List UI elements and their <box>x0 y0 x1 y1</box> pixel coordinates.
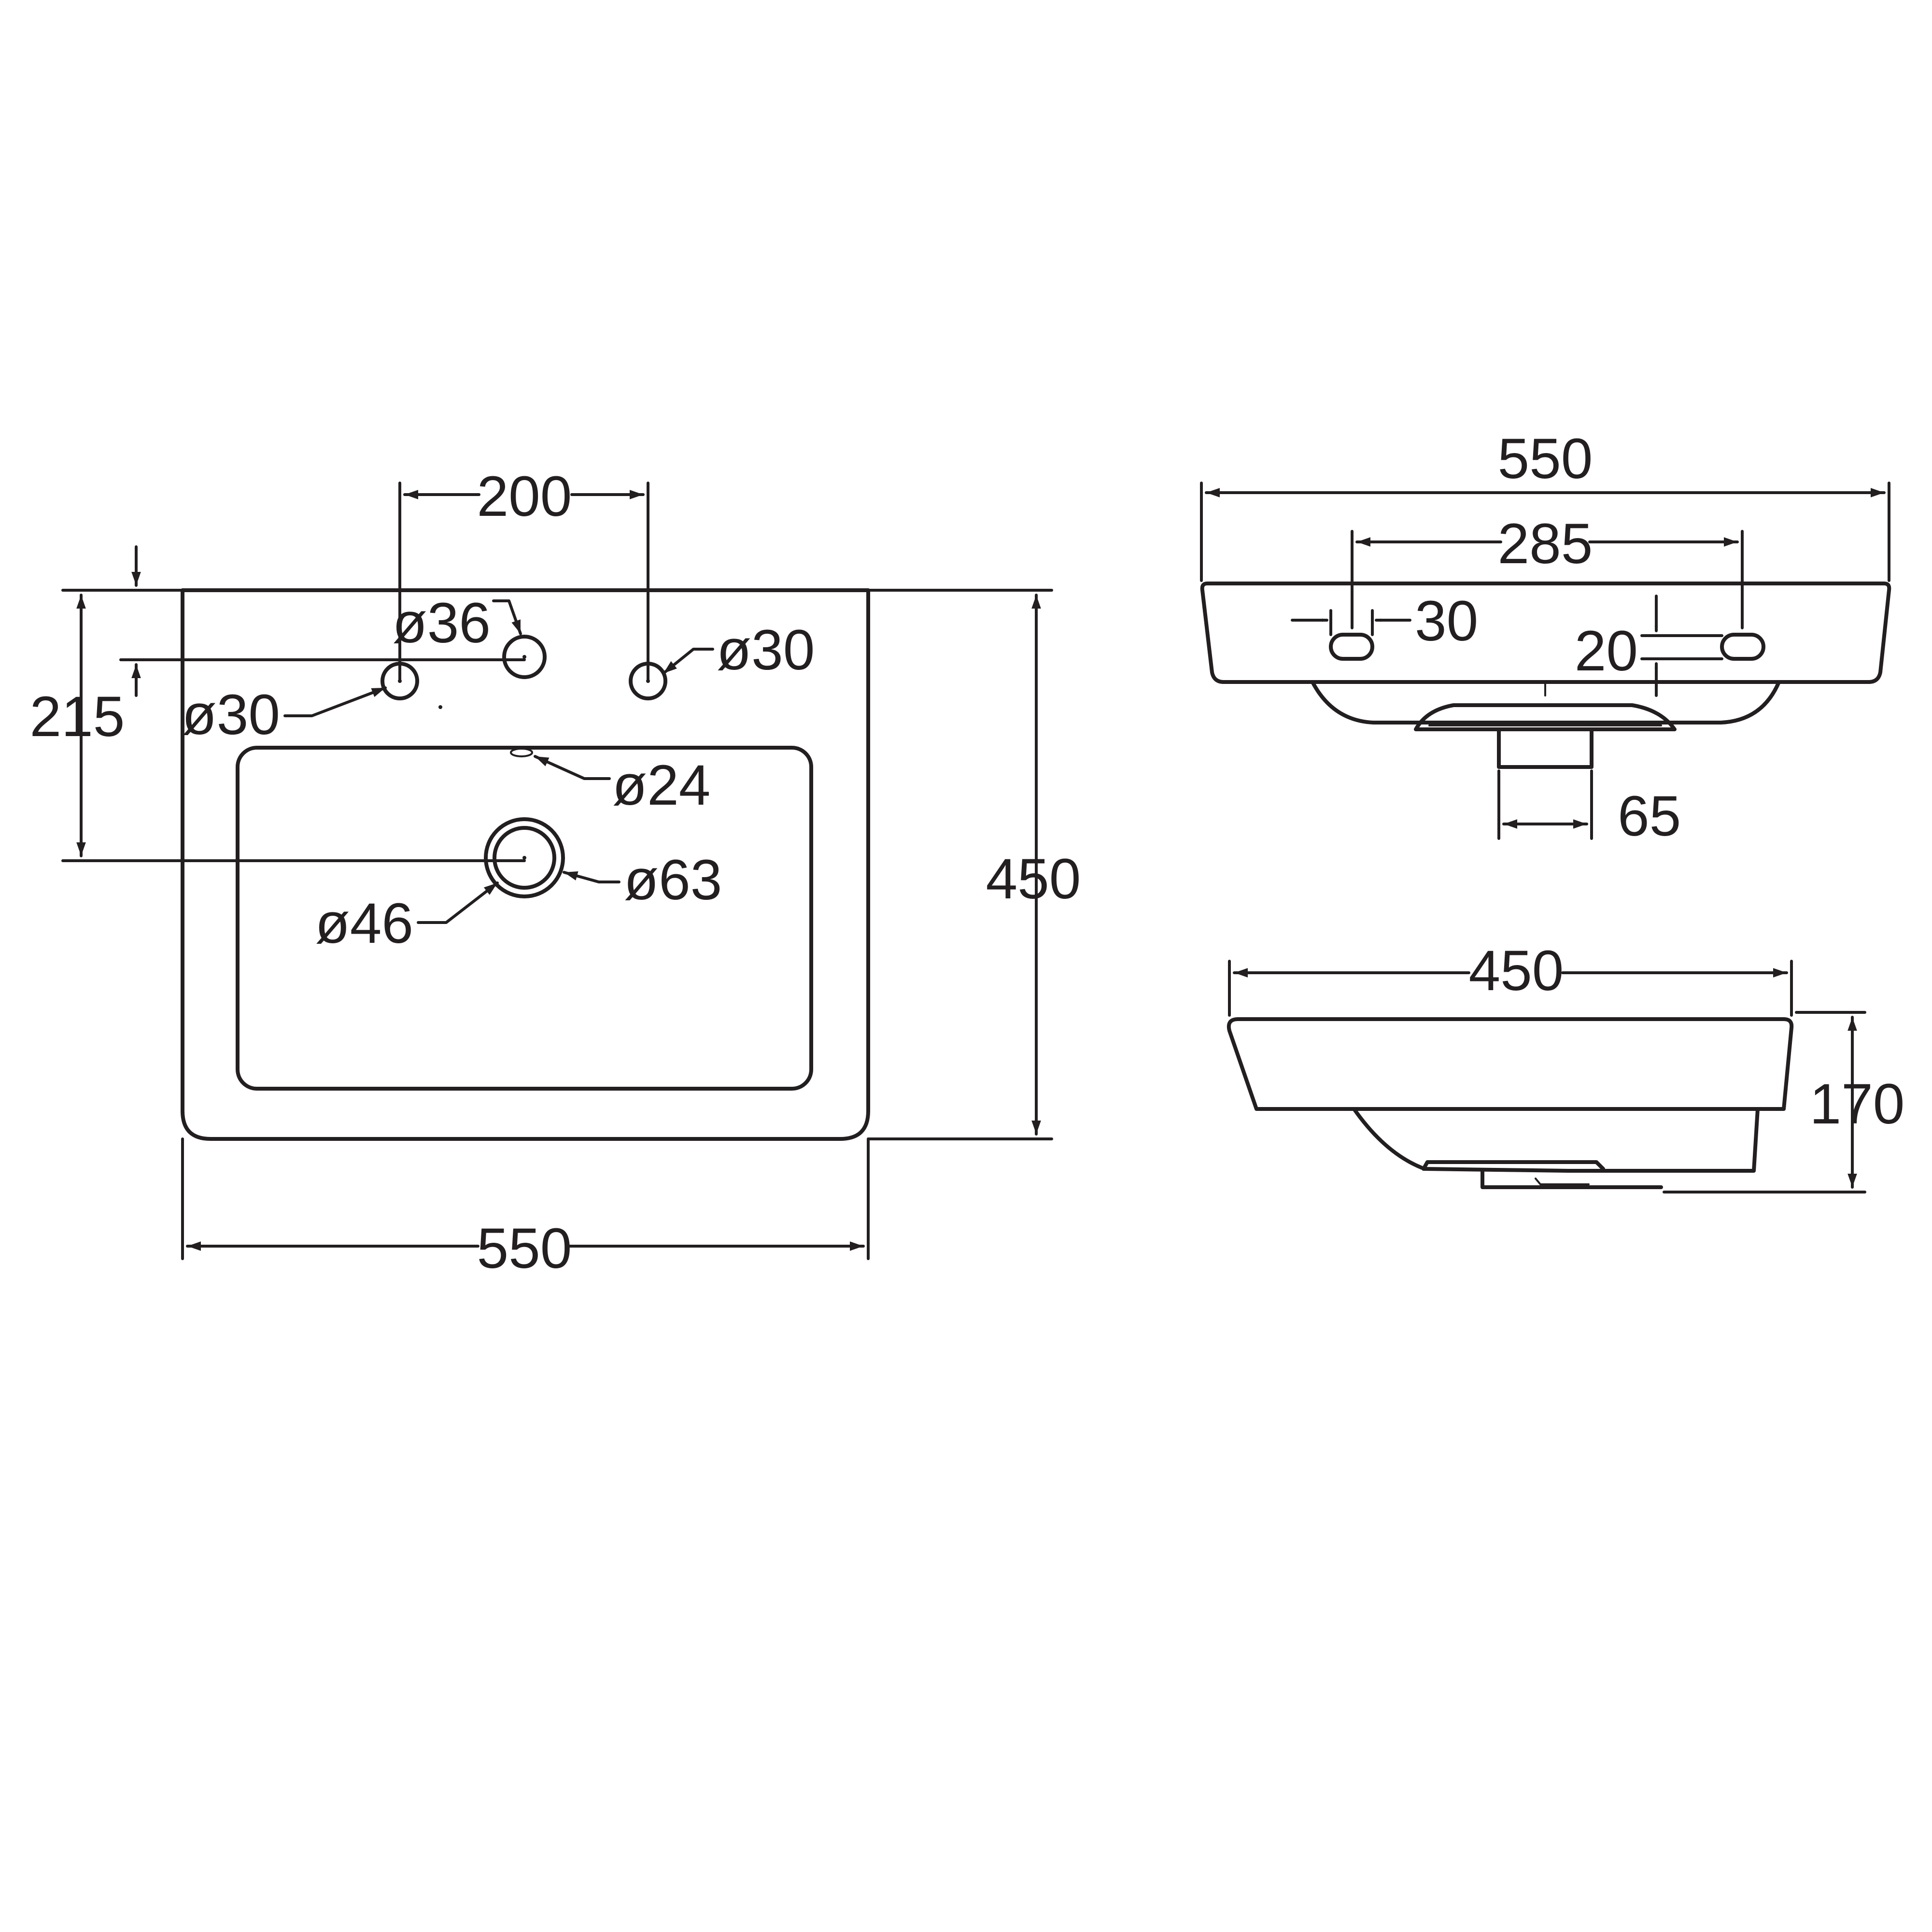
label-waste-outer: ø63 <box>624 848 722 912</box>
dim-offset-label: 215 <box>30 685 125 749</box>
dim-front-width-label: 550 <box>1498 427 1593 491</box>
side-view: 450 170 <box>1227 939 1905 1193</box>
dim-width-label: 550 <box>477 1217 572 1280</box>
waste-inner-ring <box>493 826 556 890</box>
front-body-outline <box>1200 582 1891 684</box>
basin-outline <box>181 588 870 1141</box>
label-hole-left: ø30 <box>182 683 280 747</box>
dim-fixing-spacing-label: 285 <box>1498 512 1593 576</box>
side-waste-outlet <box>1422 1160 1605 1171</box>
label-hole-right: ø30 <box>717 618 815 682</box>
plan-view: 450 550 200 215 ø36 ø30 ø30 ø24 ø63 ø46 <box>30 465 1081 1280</box>
front-waste-outlet <box>1497 727 1594 769</box>
front-waste-housing <box>1414 703 1677 731</box>
dim-side-height-label: 170 <box>1810 1072 1905 1136</box>
label-hole-center: ø36 <box>393 591 491 655</box>
dim-tap-spacing-label: 200 <box>477 465 572 528</box>
fixing-slot-right <box>1720 633 1765 661</box>
label-overflow: ø24 <box>612 753 710 817</box>
front-view: 550 285 30 20 65 <box>1200 427 1891 848</box>
waste-outer-ring <box>484 817 565 898</box>
tap-hole-center <box>502 635 547 679</box>
dim-side-depth-label: 450 <box>1469 939 1564 1003</box>
front-bowl-outline <box>1311 680 1781 724</box>
dim-depth-label: 450 <box>986 847 1081 911</box>
label-waste-inner: ø46 <box>315 892 413 955</box>
dim-slot-height-label: 20 <box>1575 619 1638 683</box>
side-body-outline <box>1227 1017 1794 1111</box>
fixing-slot-left <box>1329 633 1374 661</box>
dim-waste-outlet-label: 65 <box>1618 784 1681 848</box>
overflow-hole <box>510 748 533 757</box>
dim-slot-width-label: 30 <box>1415 589 1478 653</box>
bowl-outline <box>236 746 813 1091</box>
